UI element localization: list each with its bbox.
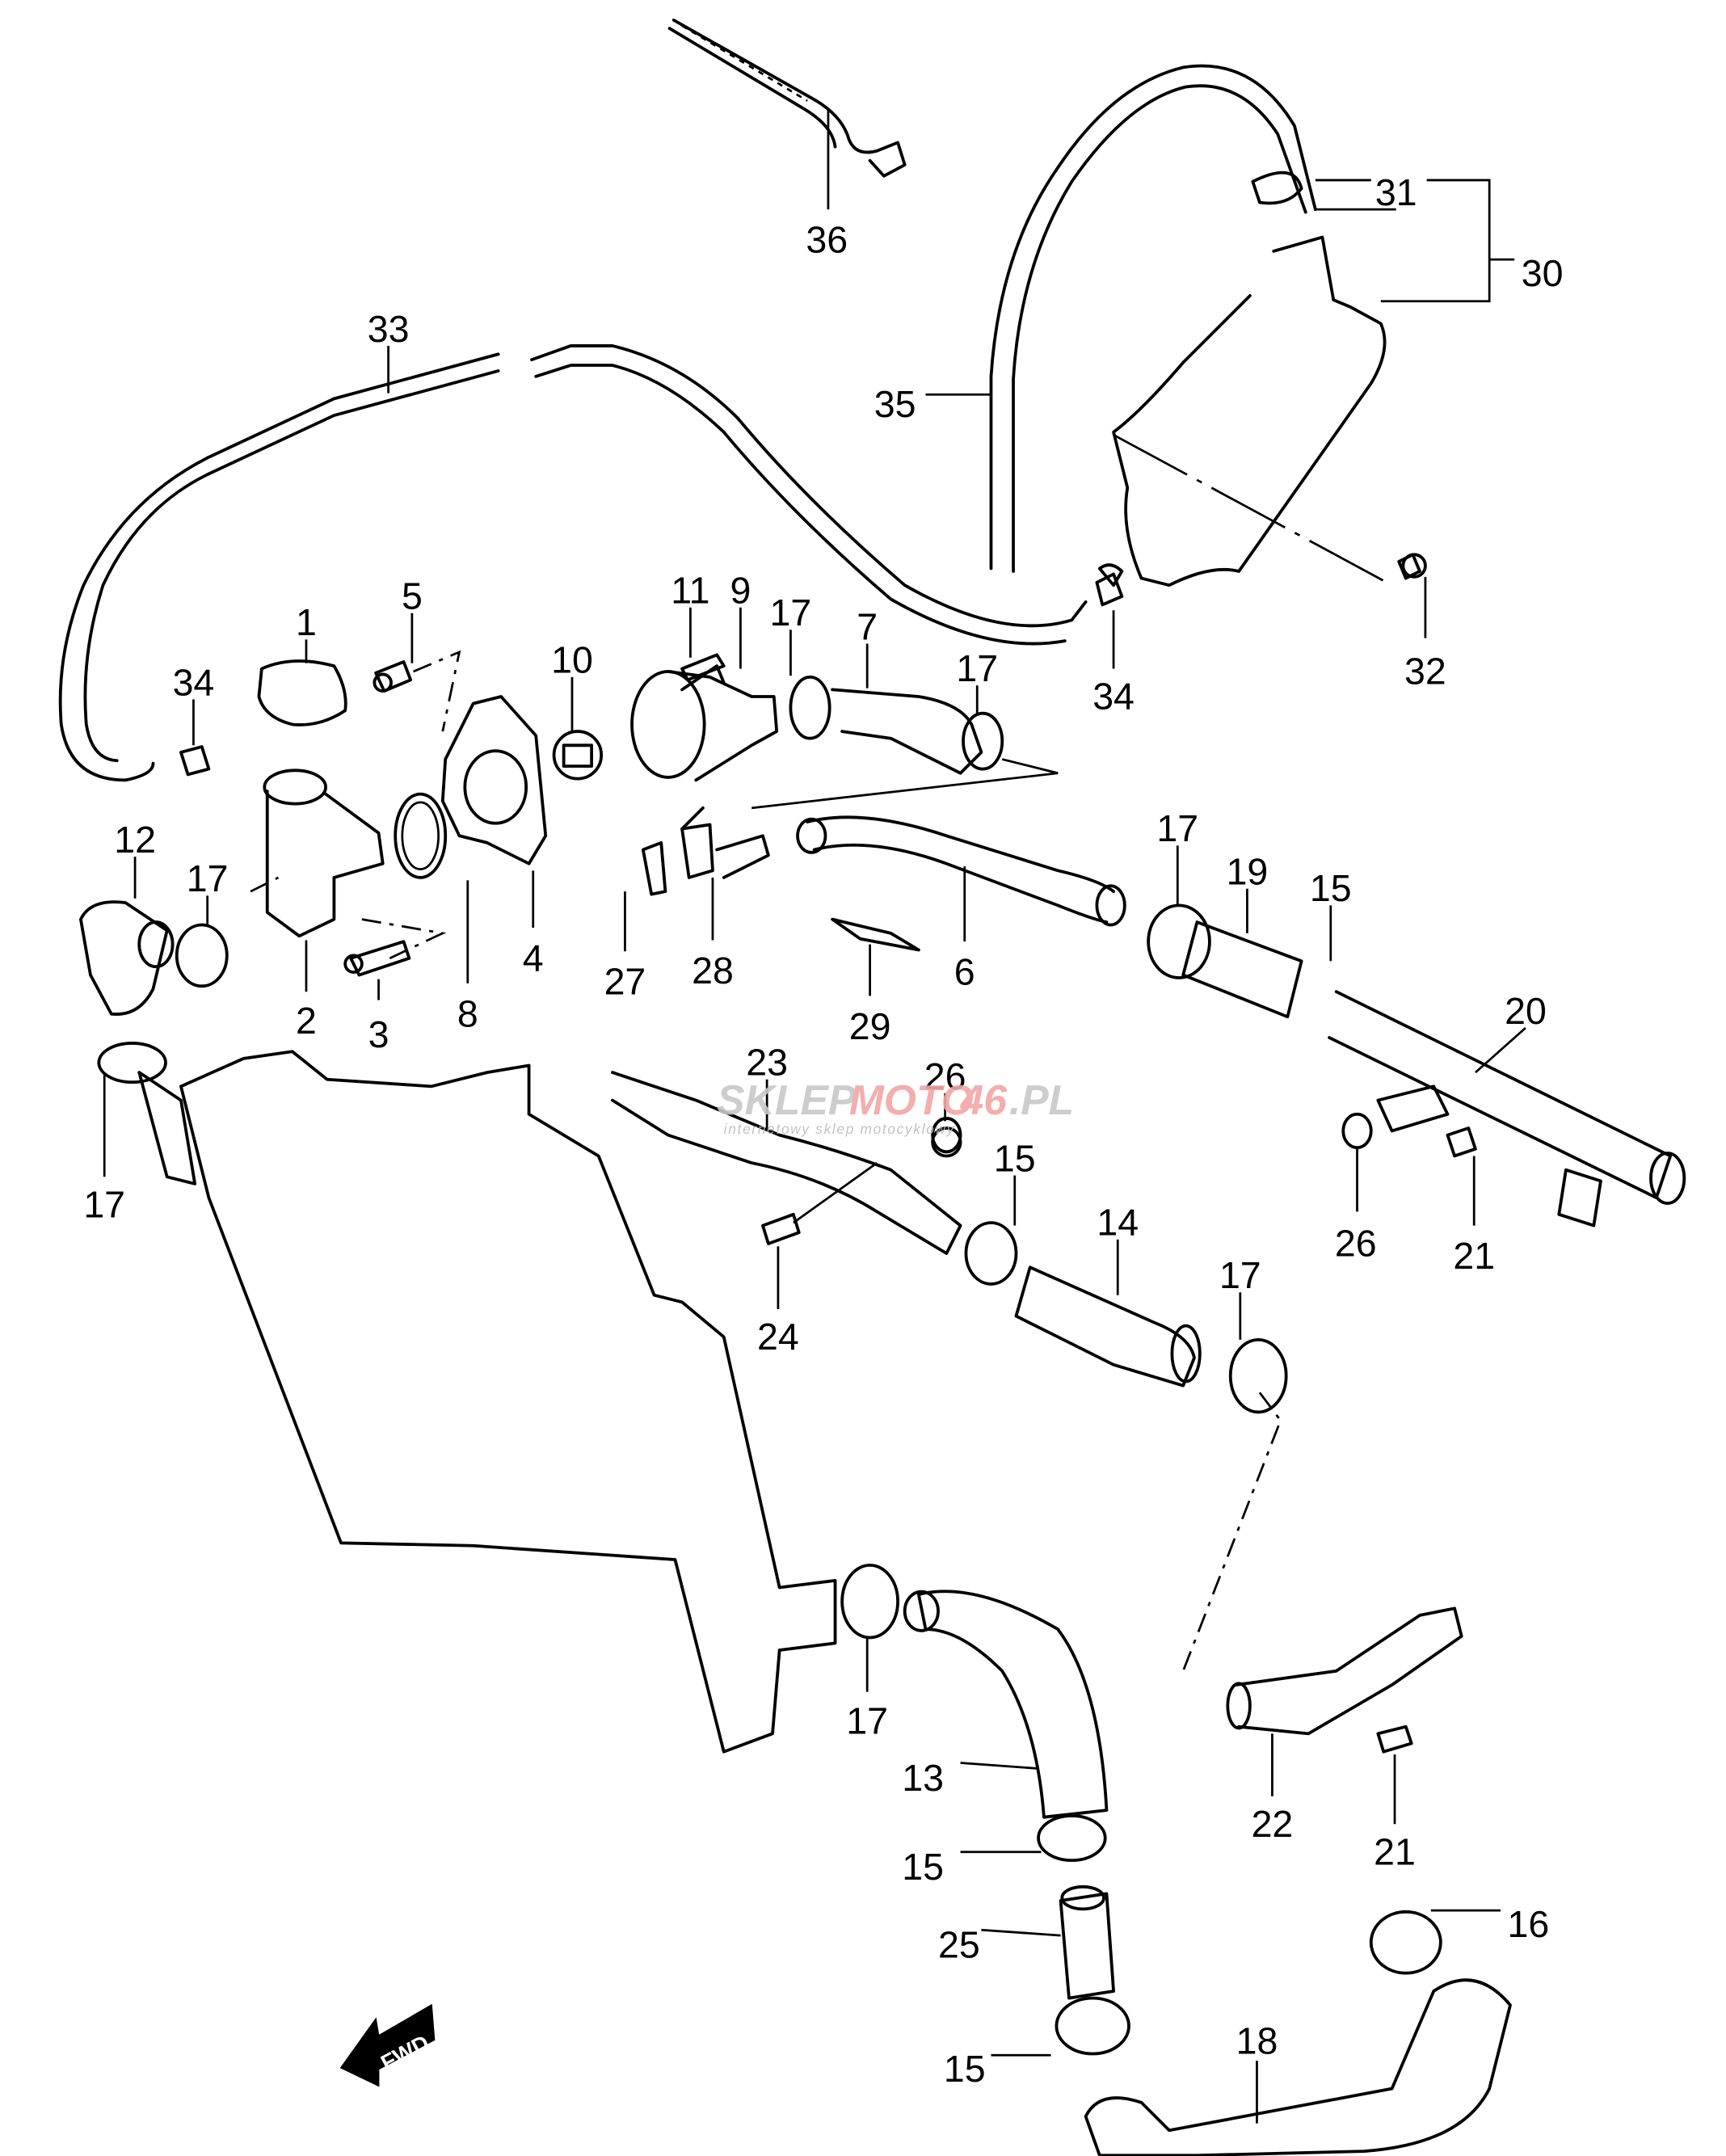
callout-c21a: 21 bbox=[1453, 1235, 1495, 1277]
watermark: SKLEP MOTO 46 .PL internetowy sklep moto… bbox=[717, 1076, 1074, 1137]
callout-c36: 36 bbox=[806, 219, 848, 261]
part-thermostat-housing bbox=[440, 695, 548, 928]
callout-c27: 27 bbox=[604, 961, 646, 1003]
callout-c8: 8 bbox=[457, 992, 478, 1034]
part-29 bbox=[831, 917, 920, 996]
part-reservoir-tank bbox=[1097, 171, 1515, 638]
fwd-arrow-icon: FWD bbox=[339, 2003, 436, 2087]
part-breather-hose bbox=[925, 64, 1317, 573]
part-radiator-cap bbox=[257, 639, 347, 726]
part-clamps-17 bbox=[97, 845, 1288, 1692]
part-pipe-19-20 bbox=[1181, 888, 1686, 1227]
callout-c18: 18 bbox=[1236, 2020, 1278, 2062]
callout-c12: 12 bbox=[114, 819, 156, 861]
callout-c6: 6 bbox=[954, 951, 975, 993]
part-filler-neck bbox=[263, 768, 385, 992]
part-thermostat bbox=[552, 676, 604, 781]
part-radiator bbox=[137, 1050, 837, 1754]
callout-c15b: 15 bbox=[994, 1137, 1036, 1179]
callout-c7: 7 bbox=[857, 605, 878, 647]
callout-c15c: 15 bbox=[902, 1846, 944, 1888]
watermark-tagline: internetowy sklep motocyklowy bbox=[724, 1121, 955, 1137]
callout-c22: 22 bbox=[1252, 1803, 1294, 1845]
callout-c28: 28 bbox=[692, 950, 734, 992]
callout-c1: 1 bbox=[296, 601, 317, 643]
part-small-clamps bbox=[179, 208, 1396, 1158]
callout-c17c: 17 bbox=[1156, 807, 1198, 849]
watermark-text-4: .PL bbox=[1009, 1076, 1074, 1123]
callout-c24: 24 bbox=[757, 1316, 799, 1358]
callout-c34a: 34 bbox=[173, 661, 215, 703]
callout-c16: 16 bbox=[1508, 1903, 1550, 1945]
callout-c4: 4 bbox=[523, 937, 544, 979]
callout-c31: 31 bbox=[1375, 171, 1417, 213]
callout-c17g: 17 bbox=[846, 1699, 888, 1741]
callout-c21b: 21 bbox=[1374, 1830, 1416, 1872]
callout-c32: 32 bbox=[1404, 651, 1446, 693]
callout-c33: 33 bbox=[368, 308, 410, 350]
callout-c29: 29 bbox=[849, 1005, 891, 1047]
watermark-text-3: 46 bbox=[960, 1076, 1008, 1123]
part-hose-12 bbox=[79, 857, 175, 1016]
callout-c15d: 15 bbox=[944, 2048, 986, 2090]
callout-c13: 13 bbox=[902, 1757, 944, 1799]
callout-c23: 23 bbox=[746, 1042, 788, 1084]
watermark-text-2: MOTO bbox=[849, 1076, 974, 1123]
callout-c19: 19 bbox=[1227, 851, 1269, 893]
part-pipe-23 bbox=[611, 1071, 962, 1309]
callout-c10: 10 bbox=[551, 639, 593, 681]
callout-c17a: 17 bbox=[770, 592, 812, 634]
callout-c5: 5 bbox=[402, 575, 423, 617]
part-hose-7 bbox=[751, 630, 1059, 810]
part-hose-13 bbox=[903, 1590, 1109, 1862]
callout-c20: 20 bbox=[1505, 990, 1547, 1032]
callout-c15a: 15 bbox=[1310, 867, 1352, 909]
callout-c34b: 34 bbox=[1092, 676, 1135, 718]
part-sensors bbox=[624, 823, 770, 952]
watermark-text-1: SKLEP bbox=[717, 1076, 857, 1123]
part-o-ring bbox=[394, 792, 469, 983]
callout-c17f: 17 bbox=[1219, 1254, 1261, 1296]
callout-c26a: 26 bbox=[924, 1055, 966, 1097]
part-cable-tie bbox=[667, 18, 907, 210]
part-pipe-22 bbox=[1181, 1392, 1463, 1825]
callout-c25: 25 bbox=[938, 1924, 980, 1966]
callout-c17d: 17 bbox=[187, 857, 229, 899]
part-water-outlet bbox=[630, 607, 779, 831]
part-bolts bbox=[250, 613, 461, 1000]
part-lower-hoses bbox=[981, 1884, 1512, 2156]
callout-c14: 14 bbox=[1097, 1202, 1139, 1244]
callout-c30: 30 bbox=[1522, 252, 1564, 294]
callout-c11: 11 bbox=[671, 570, 709, 612]
callout-c26b: 26 bbox=[1335, 1222, 1377, 1264]
callout-c17b: 17 bbox=[956, 647, 998, 689]
callout-c9: 9 bbox=[730, 570, 751, 612]
callout-c35: 35 bbox=[874, 383, 916, 425]
part-hose-6 bbox=[796, 815, 1126, 942]
part-hose-14 bbox=[964, 1175, 1202, 1388]
callout-c3: 3 bbox=[368, 1013, 389, 1055]
callout-c2: 2 bbox=[296, 1000, 317, 1042]
part-overflow-hose bbox=[58, 344, 1088, 782]
callout-c17e: 17 bbox=[83, 1183, 125, 1225]
